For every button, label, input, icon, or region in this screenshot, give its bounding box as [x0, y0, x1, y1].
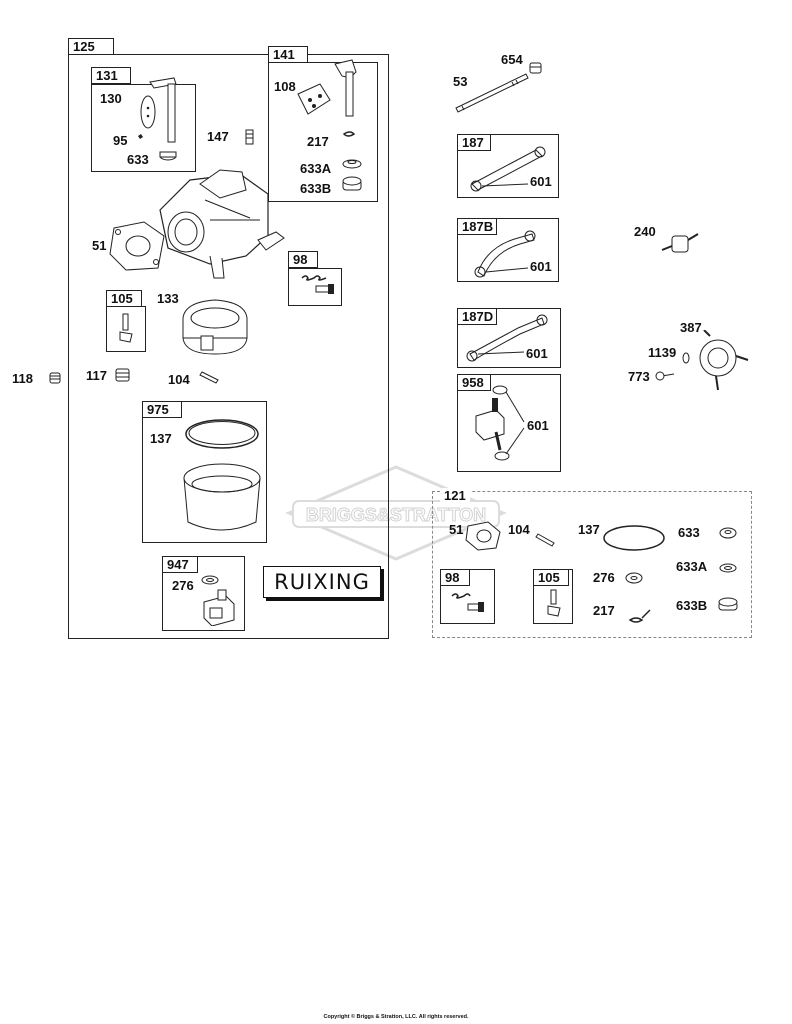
screw-147-icon [245, 129, 254, 145]
kit-washer-633A-icon [719, 563, 737, 573]
part-label-53: 53 [453, 74, 468, 89]
kit-washer-276-icon [625, 572, 643, 584]
kit-idle-screw-spring-icon [451, 593, 484, 612]
group-958-frame [457, 374, 561, 472]
part-label-133: 133 [157, 291, 179, 306]
kit-label-137: 137 [578, 522, 600, 537]
kit-pin-104-icon [535, 533, 555, 547]
part-label-601-b: 601 [530, 259, 552, 274]
group-141-frame [268, 62, 378, 202]
group-187d-frame [457, 308, 561, 368]
group-975-tag: 975 [142, 401, 182, 418]
kit-label-104: 104 [508, 522, 530, 537]
group-187d-tag: 187D [457, 308, 497, 325]
kit-spring-217-icon [628, 609, 651, 623]
pin-104-icon [199, 371, 219, 384]
part-label-773: 773 [628, 369, 650, 384]
group-187-frame [457, 134, 559, 198]
gasket-51-icon [109, 221, 165, 271]
group-98-frame [288, 268, 342, 306]
part-label-601-d: 601 [527, 418, 549, 433]
bowl-oring-975-icon [183, 419, 261, 531]
nut-117-icon [115, 368, 130, 382]
group-947-frame [162, 556, 245, 631]
part-label-240: 240 [634, 224, 656, 239]
throttle-shaft-icon [138, 77, 177, 161]
group-121-frame [432, 491, 752, 638]
part-label-601-c: 601 [526, 346, 548, 361]
group-125-tag: 125 [68, 38, 114, 55]
part-label-1139: 1139 [648, 345, 677, 360]
part-label-654: 654 [501, 52, 523, 67]
group-131-frame [91, 84, 196, 172]
kit-group-98-tag: 98 [440, 569, 470, 586]
nut-654-icon [529, 62, 542, 74]
part-label-108: 108 [274, 79, 296, 94]
group-141-tag: 141 [268, 46, 308, 63]
fuel-shutoff-valve-958-icon [475, 385, 525, 461]
choke-plate-shaft-icon [297, 59, 362, 191]
group-187b-frame [457, 218, 559, 282]
ruixing-stamp: RUIXING [263, 566, 381, 598]
kit-oring-137-icon [603, 525, 665, 551]
part-label-633: 633 [127, 152, 149, 167]
kit-seal-633B-icon [718, 597, 738, 611]
float-133-icon [182, 299, 248, 355]
part-label-633B: 633B [300, 181, 332, 196]
part-label-147: 147 [207, 129, 229, 144]
part-label-276: 276 [172, 578, 194, 593]
kit-label-217: 217 [593, 603, 615, 618]
fuel-line-187-icon [470, 146, 546, 192]
group-131-tag: 131 [91, 67, 131, 84]
group-187-tag: 187 [457, 134, 491, 151]
fuel-pump-387-icon [655, 330, 749, 391]
fuel-line-187d-icon [466, 314, 548, 362]
kit-label-276: 276 [593, 570, 615, 585]
briggs-stratton-watermark-logo: BRIGGS&STRATTON [285, 465, 507, 561]
group-125-frame [68, 54, 389, 639]
part-label-137: 137 [150, 431, 172, 446]
part-label-387: 387 [680, 320, 702, 335]
group-958-tag: 958 [457, 374, 491, 391]
part-label-51: 51 [92, 238, 107, 253]
part-label-104: 104 [168, 372, 190, 387]
group-121-tag: 121 [440, 488, 470, 505]
nut-118-icon [49, 372, 61, 384]
fuel-filter-240-icon [661, 233, 699, 253]
carburetor-body-icon [159, 169, 285, 279]
idle-screw-spring-icon [301, 275, 334, 294]
float-needle-icon [119, 313, 133, 343]
group-105-tag: 105 [106, 290, 142, 307]
part-label-95: 95 [113, 133, 128, 148]
group-947-tag: 947 [162, 556, 198, 573]
kit-gasket-51-icon [465, 521, 501, 551]
group-98-tag: 98 [288, 251, 318, 268]
solenoid-947-icon [201, 575, 235, 626]
fuel-line-187b-icon [474, 230, 536, 278]
kit-label-633: 633 [678, 525, 700, 540]
group-975-frame [142, 401, 267, 543]
kit-group-105-tag: 105 [533, 569, 569, 586]
part-label-217: 217 [307, 134, 329, 149]
group-187b-tag: 187B [457, 218, 497, 235]
part-label-118: 118 [12, 371, 33, 386]
part-label-117: 117 [86, 368, 107, 383]
kit-label-633B: 633B [676, 598, 708, 613]
copyright-footer: Copyright © Briggs & Stratton, LLC. All … [323, 1014, 469, 1020]
kit-seal-633-icon [719, 527, 737, 539]
kit-label-51: 51 [449, 522, 464, 537]
part-label-601-a: 601 [530, 174, 552, 189]
kit-label-633A: 633A [676, 559, 708, 574]
kit-float-needle-icon [547, 589, 561, 617]
stud-53-icon [455, 73, 529, 113]
watermark-text: BRIGGS&STRATTON [306, 505, 486, 525]
part-label-633A: 633A [300, 161, 332, 176]
part-label-130: 130 [100, 91, 122, 106]
